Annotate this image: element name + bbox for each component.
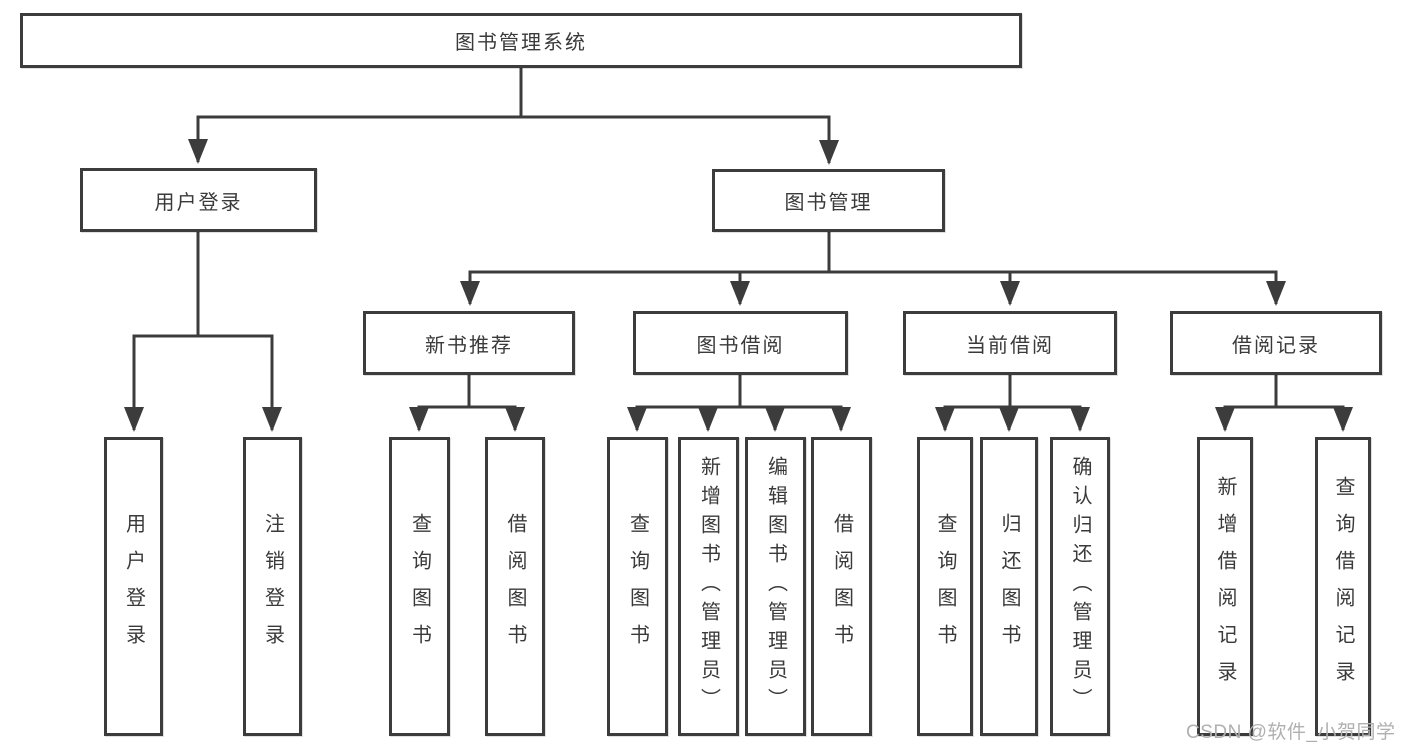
node-root: 图书管理系统 [20, 13, 1022, 68]
leaf-add-borrow-record: 新增借阅记录 [1197, 437, 1253, 736]
csdn-watermark: CSDN @软件_小贺同学 [1186, 722, 1396, 743]
node-book-management-label: 图书管理 [784, 192, 873, 214]
node-new-book-recommend: 新书推荐 [363, 311, 575, 375]
node-new-book-recommend-label: 新书推荐 [425, 334, 513, 357]
leaf-logout: 注销登录 [243, 437, 302, 736]
leaf-edit-book-admin: 编辑图书（管理员） [745, 437, 806, 736]
node-book-borrowing: 图书借阅 [633, 311, 848, 375]
leaf-borrow-books-recommend: 借阅图书 [485, 437, 545, 736]
node-book-management: 图书管理 [712, 169, 945, 232]
node-borrow-records: 借阅记录 [1170, 311, 1382, 375]
leaf-confirm-return-admin-label: 确认归还（管理员） [1069, 456, 1091, 717]
node-current-borrowing: 当前借阅 [903, 311, 1117, 375]
leaf-query-books-recommend-label: 查询图书 [408, 512, 431, 661]
node-book-borrowing-label: 图书借阅 [696, 334, 785, 357]
leaf-borrow-books-borrowing: 借阅图书 [811, 437, 872, 736]
leaf-query-books-current: 查询图书 [917, 437, 973, 736]
leaf-query-borrow-record: 查询借阅记录 [1315, 437, 1371, 736]
leaf-logout-label: 注销登录 [261, 512, 284, 661]
node-user-login: 用户登录 [80, 168, 317, 232]
leaf-query-books-borrowing-label: 查询图书 [626, 512, 649, 661]
leaf-confirm-return-admin: 确认归还（管理员） [1050, 437, 1110, 736]
leaf-query-books-recommend: 查询图书 [389, 437, 450, 736]
leaf-add-book-admin-label: 新增图书（管理员） [697, 456, 720, 717]
leaf-edit-book-admin-label: 编辑图书（管理员） [764, 456, 787, 717]
node-user-login-label: 用户登录 [154, 191, 243, 214]
leaf-user-login-label: 用户登录 [122, 512, 145, 661]
leaf-borrow-books-recommend-label: 借阅图书 [504, 512, 526, 661]
leaf-return-books-label: 归还图书 [998, 512, 1020, 661]
node-current-borrowing-label: 当前借阅 [966, 334, 1054, 357]
leaf-user-login: 用户登录 [104, 437, 163, 736]
node-borrow-records-label: 借阅记录 [1232, 334, 1320, 357]
leaf-add-borrow-record-label: 新增借阅记录 [1214, 475, 1236, 698]
leaf-query-books-current-label: 查询图书 [934, 512, 956, 661]
leaf-query-borrow-record-label: 查询借阅记录 [1332, 475, 1354, 698]
leaf-add-book-admin: 新增图书（管理员） [678, 437, 739, 736]
node-root-label: 图书管理系统 [455, 32, 587, 54]
leaf-query-books-borrowing: 查询图书 [607, 437, 668, 736]
leaf-borrow-books-borrowing-label: 借阅图书 [830, 512, 853, 661]
leaf-return-books: 归还图书 [980, 437, 1038, 736]
